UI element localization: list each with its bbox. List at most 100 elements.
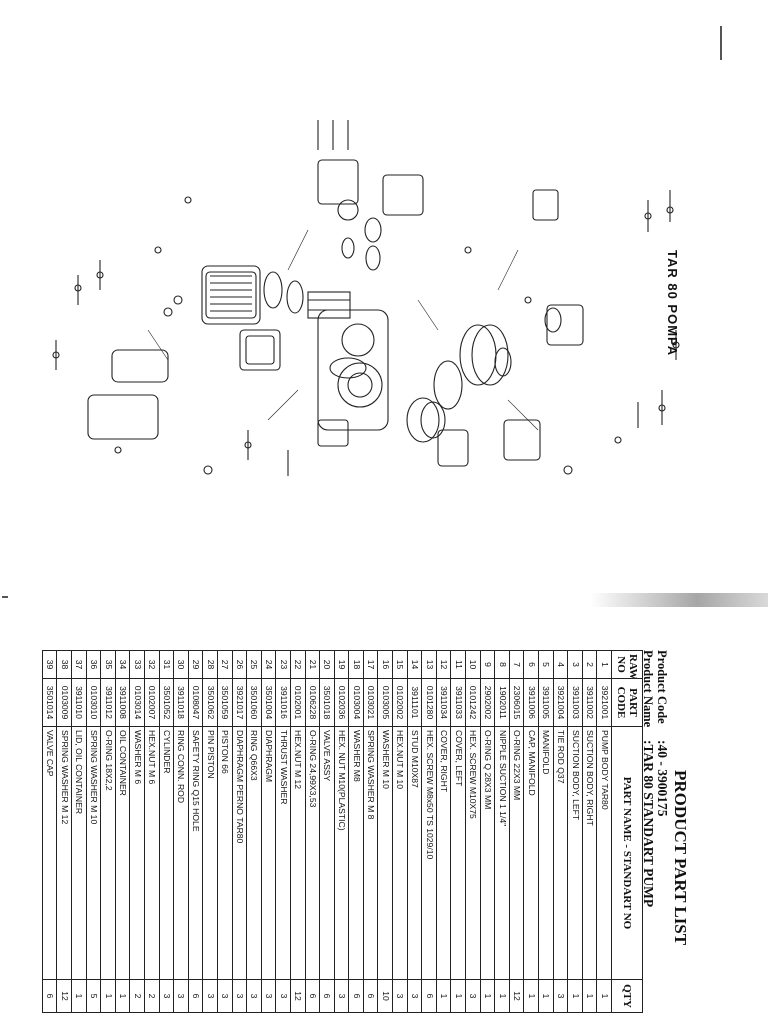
- raw-no-cell: 11: [450, 650, 466, 679]
- part-code-cell: 3501062: [202, 678, 218, 727]
- qty-cell: 12: [290, 979, 306, 1013]
- qty-cell: 3: [232, 979, 247, 1013]
- raw-no-cell: 3: [567, 650, 583, 679]
- qty-cell: 3: [465, 979, 481, 1013]
- part-name-cell: VALVE CAP: [42, 726, 57, 980]
- raw-no-cell: 33: [129, 650, 145, 679]
- part-name-cell: RING CONN. ROD: [173, 726, 189, 980]
- part-code-cell: 0103005: [378, 678, 393, 727]
- part-code-cell: 3911005: [538, 678, 554, 727]
- part-list-title: PRODUCT PART LIST: [671, 770, 690, 946]
- qty-cell: 12: [509, 979, 524, 1013]
- raw-no-cell: 1: [596, 650, 612, 679]
- header-part-name: PART NAME - STANDART NO: [611, 726, 643, 980]
- part-name-cell: DIAPHRAGM: [261, 726, 276, 980]
- raw-no-cell: 12: [436, 650, 451, 679]
- raw-no-cell: 8: [494, 650, 510, 679]
- part-name-cell: HEX. NUT M10(PLASTIC): [334, 726, 349, 980]
- raw-no-cell: 38: [56, 650, 72, 679]
- parts-table: RAW NO PART CODE PART NAME - STANDART NO…: [42, 650, 643, 1013]
- part-code-cell: 3911012: [100, 678, 116, 727]
- raw-no-cell: 4: [553, 650, 568, 679]
- qty-cell: 3: [275, 979, 291, 1013]
- qty-cell: 3: [392, 979, 408, 1013]
- raw-no-cell: 26: [232, 650, 247, 679]
- part-name-cell: O-RING 22X3 MM: [509, 726, 524, 980]
- part-code-cell: 3911034: [436, 678, 451, 727]
- qty-cell: 6: [42, 979, 57, 1013]
- raw-no-cell: 16: [378, 650, 393, 679]
- raw-no-cell: 13: [421, 650, 437, 679]
- parts-table-header: RAW NO PART CODE PART NAME - STANDART NO…: [611, 650, 643, 1013]
- part-name-cell: O-RING 18X2,2: [100, 726, 116, 980]
- part-name-cell: OIL CONTAINER: [115, 726, 130, 980]
- qty-cell: 10: [378, 979, 393, 1013]
- part-name-cell: LID, OIL CONTAINER: [71, 726, 87, 980]
- part-name-cell: NIPPLE SUCTION 1 1/4": [494, 726, 510, 980]
- part-code-cell: 0106228: [305, 678, 320, 727]
- qty-cell: 1: [567, 979, 583, 1013]
- raw-no-cell: 32: [144, 650, 160, 679]
- raw-no-cell: 5: [538, 650, 554, 679]
- part-code-cell: 3501052: [159, 678, 174, 727]
- part-name-cell: HEX.NUT M 12: [290, 726, 306, 980]
- qty-cell: 1: [523, 979, 539, 1013]
- raw-no-cell: 10: [465, 650, 481, 679]
- qty-cell: 5: [86, 979, 101, 1013]
- part-name-cell: RING Q66X3: [246, 726, 262, 980]
- product-name-value: :TAR 80 STANDART PUMP: [641, 740, 656, 908]
- header-raw-no: RAW NO: [611, 650, 643, 679]
- qty-cell: 3: [407, 979, 422, 1013]
- part-name-cell: O-RING Q 28X3 MM: [480, 726, 495, 980]
- product-code-label: Product Code: [655, 650, 669, 724]
- qty-cell: 3: [334, 979, 349, 1013]
- part-code-cell: 3501004: [261, 678, 276, 727]
- part-code-cell: 3921001: [596, 678, 612, 727]
- raw-no-cell: 14: [407, 650, 422, 679]
- raw-no-cell: 21: [305, 650, 320, 679]
- part-name-cell: HEX. SCREW M8x50 TS 1029/10: [421, 726, 437, 980]
- part-code-cell: 3501060: [246, 678, 262, 727]
- qty-cell: 6: [188, 979, 203, 1013]
- raw-no-cell: 7: [509, 650, 524, 679]
- part-name-cell: HEX.NUT M 10: [392, 726, 408, 980]
- part-name-cell: WASHER M 10: [378, 726, 393, 980]
- qty-cell: 6: [348, 979, 364, 1013]
- qty-cell: 3: [217, 979, 233, 1013]
- raw-no-cell: 29: [188, 650, 203, 679]
- qty-cell: 1: [71, 979, 87, 1013]
- qty-cell: 1: [494, 979, 510, 1013]
- part-code-cell: 0103009: [56, 678, 72, 727]
- part-name-cell: SUCTION BODY, RIGHT: [582, 726, 597, 980]
- qty-cell: 3: [173, 979, 189, 1013]
- raw-no-cell: 18: [348, 650, 364, 679]
- qty-cell: 12: [56, 979, 72, 1013]
- part-name-cell: PUMP BODY TAR80: [596, 726, 612, 980]
- raw-no-cell: 22: [290, 650, 306, 679]
- qty-cell: 3: [553, 979, 568, 1013]
